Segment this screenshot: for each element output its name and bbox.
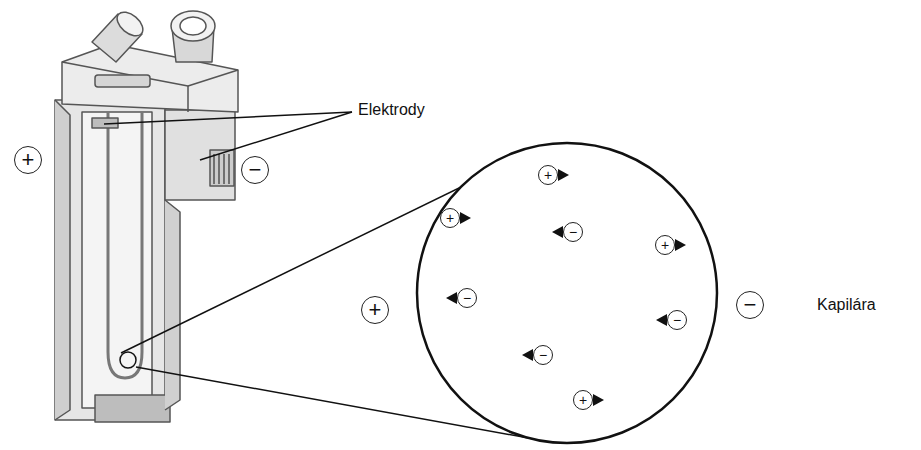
leader-line: [104, 112, 352, 124]
sign-text: +: [22, 149, 35, 171]
leader-line: [200, 112, 352, 160]
sign-text: +: [544, 168, 552, 182]
anion: −: [563, 222, 583, 242]
anion: −: [667, 310, 687, 330]
polarity-sign: −: [241, 156, 269, 184]
cartridge-side: [55, 100, 70, 420]
sign-text: −: [249, 159, 262, 181]
sign-text: −: [463, 291, 471, 305]
cartridge-body: [55, 100, 165, 420]
sign-text: −: [569, 225, 577, 239]
electrode-block: [165, 110, 235, 200]
ion-arrows: [446, 169, 686, 406]
polarity-sign: +: [361, 296, 389, 324]
cartridge-rib: [165, 200, 180, 410]
magnified-view: [417, 143, 717, 443]
sign-text: −: [744, 294, 757, 316]
callout-label: Elektrody: [356, 101, 427, 119]
capillary-loop: [108, 112, 142, 378]
polarity-sign: −: [736, 291, 764, 319]
sign-text: +: [446, 211, 454, 225]
sign-text: +: [661, 238, 669, 252]
cartridge-channel: [82, 112, 152, 408]
polarity-sign: +: [14, 146, 42, 174]
sign-text: −: [539, 348, 547, 362]
sign-text: +: [579, 393, 587, 407]
zoom-spot: [120, 352, 136, 368]
sign-text: +: [369, 299, 382, 321]
cap-slot: [95, 75, 150, 87]
anion: −: [457, 288, 477, 308]
anion: −: [533, 345, 553, 365]
cation: +: [655, 235, 675, 255]
cartridge-foot: [95, 395, 170, 422]
cation: +: [440, 208, 460, 228]
sign-text: −: [673, 313, 681, 327]
cation: +: [538, 165, 558, 185]
cation: +: [573, 390, 593, 410]
part-label: Kapilára: [815, 296, 878, 314]
